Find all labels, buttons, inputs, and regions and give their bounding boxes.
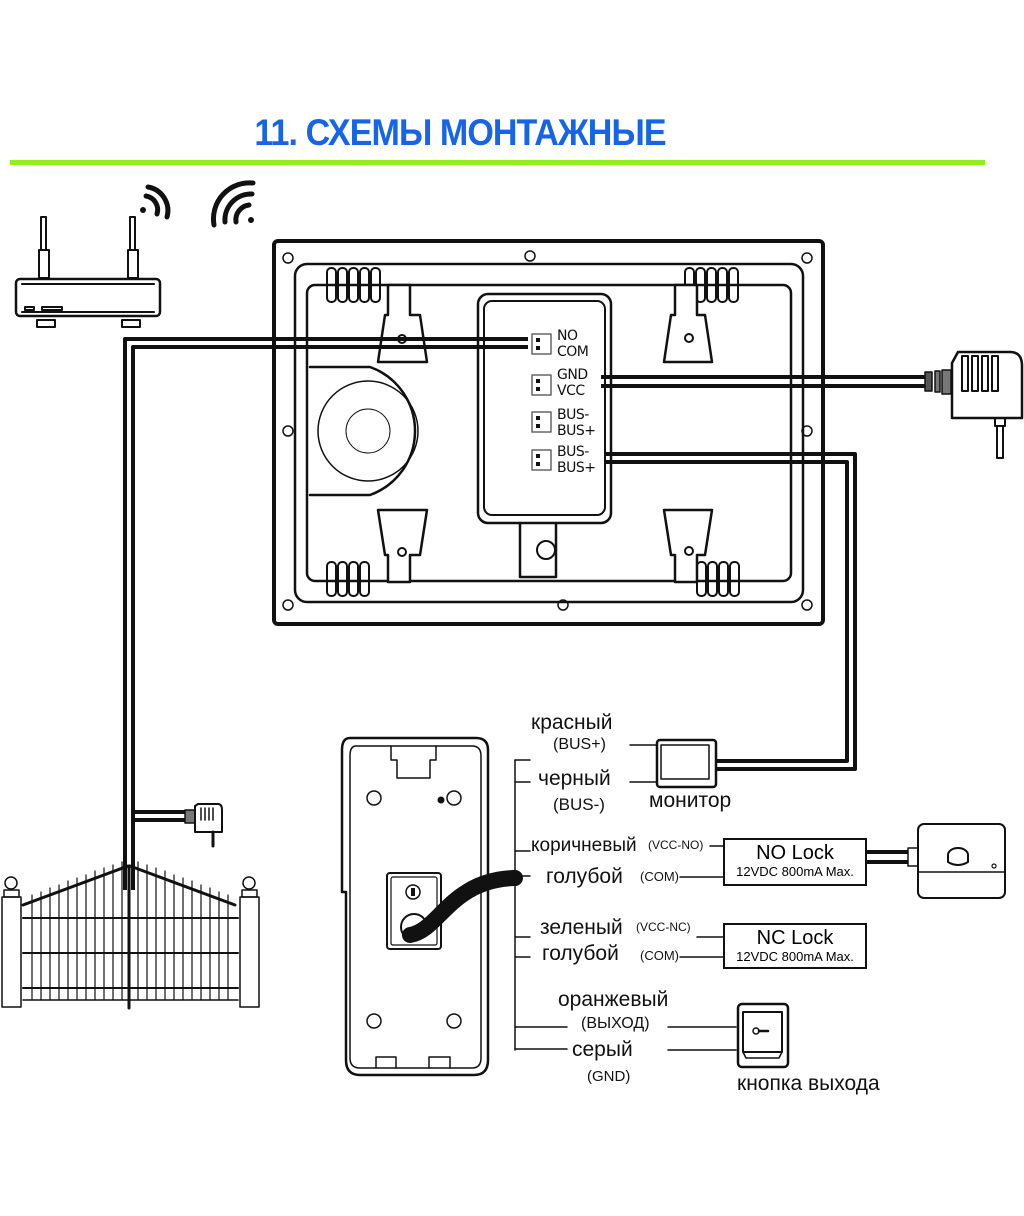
- wire-signal-com: (COM): [640, 869, 679, 884]
- wire-label-green: зеленый: [540, 916, 623, 939]
- wifi-icon: [140, 184, 171, 220]
- wire-label-orange: оранжевый: [558, 988, 669, 1011]
- wire-signal-vcc-no: (VCC-NO): [648, 838, 704, 852]
- terminal-vcc: VCC: [557, 383, 585, 399]
- terminal-no: NO: [557, 328, 578, 344]
- outdoor-panel-icon: [340, 736, 523, 1077]
- wire-power: [601, 375, 925, 388]
- router-icon: [14, 216, 162, 328]
- wire-signal-gnd: (GND): [587, 1068, 631, 1085]
- monitor-back-icon: [272, 239, 825, 626]
- header-rule: [10, 160, 985, 165]
- terminal-label-gnd-vcc: GND VCC: [557, 367, 588, 399]
- no-lock-spec: 12VDC 800mA Max.: [736, 864, 854, 879]
- gate-icon: [1, 861, 260, 1010]
- wire-label-black: черный: [538, 767, 611, 790]
- terminal-label-bus-1: BUS- BUS+: [557, 407, 596, 439]
- wire-label-blue: голубой: [546, 865, 623, 888]
- terminal-gnd: GND: [557, 367, 588, 383]
- terminal-bus-minus: BUS-: [557, 407, 589, 423]
- wifi-icon: [210, 180, 256, 228]
- wire-lock: [866, 850, 915, 864]
- wire-label-brown: коричневый: [531, 835, 637, 856]
- wire-label-red: красный: [531, 711, 613, 734]
- wire-signal-com: (COM): [640, 948, 679, 963]
- exit-button-label: кнопка выхода: [737, 1072, 880, 1095]
- wire-signal-bus-plus: (BUS+): [553, 736, 606, 753]
- terminal-bus-plus: BUS+: [557, 423, 596, 439]
- nc-lock-spec: 12VDC 800mA Max.: [736, 949, 854, 964]
- wire-signal-exit: (ВЫХОД): [581, 1015, 650, 1032]
- wire-bus: [604, 452, 857, 771]
- terminal-label-no-com: NO COM: [557, 328, 589, 360]
- electric-lock-icon: [907, 823, 1006, 899]
- no-lock-name: NO Lock: [756, 842, 834, 864]
- wire-label-blue: голубой: [542, 942, 619, 965]
- page-title: 11. СХЕМЫ МОНТАЖНЫЕ: [254, 112, 666, 153]
- exit-button-icon: [736, 1002, 790, 1069]
- monitor-box-icon: [655, 738, 718, 789]
- terminal-bus-minus: BUS-: [557, 444, 589, 460]
- wire-signal-bus-minus: (BUS-): [553, 795, 605, 814]
- power-adapter-icon: [924, 350, 1024, 459]
- wire-no-com: [123, 337, 528, 860]
- nc-lock-name: NC Lock: [756, 927, 834, 949]
- monitor-label: монитор: [649, 789, 732, 812]
- power-adapter-icon: [184, 803, 223, 848]
- panel-wire-bus: [514, 744, 737, 1051]
- nc-lock-box: NC Lock 12VDC 800mA Max.: [723, 923, 867, 969]
- wire-gate-branch: [123, 810, 185, 890]
- wire-label-gray: серый: [572, 1038, 633, 1061]
- no-lock-box: NO Lock 12VDC 800mA Max.: [723, 838, 867, 886]
- wire-signal-vcc-nc: (VCC-NC): [636, 920, 691, 934]
- terminal-bus-plus: BUS+: [557, 460, 596, 476]
- terminal-com: COM: [557, 344, 589, 360]
- terminal-label-bus-2: BUS- BUS+: [557, 444, 596, 476]
